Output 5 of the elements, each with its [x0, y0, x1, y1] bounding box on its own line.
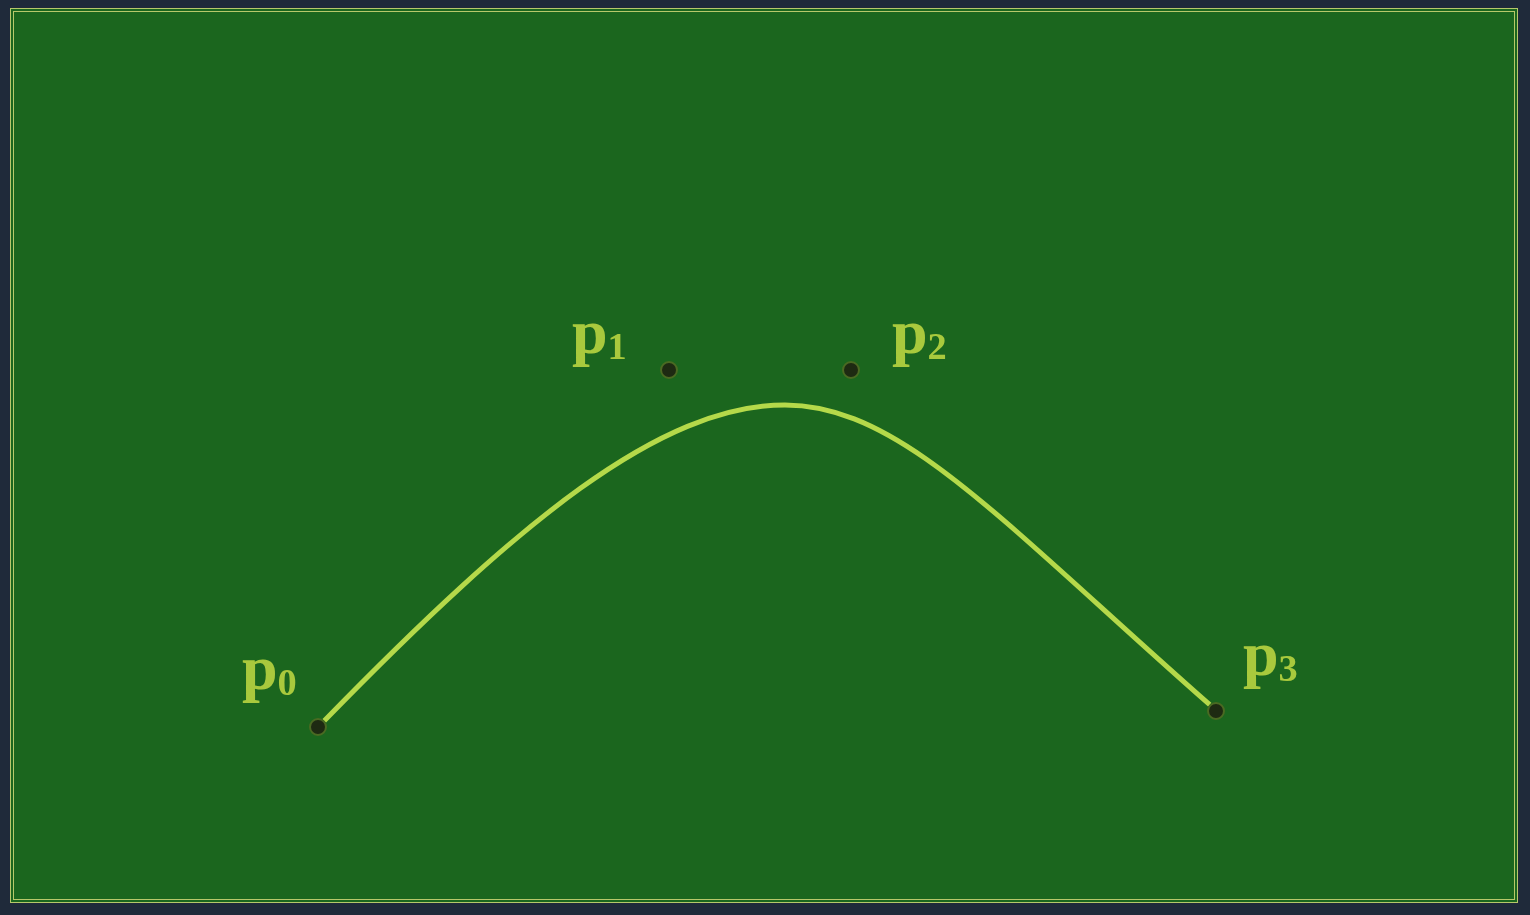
point-label: p$_{2}$ [892, 300, 947, 366]
point-label: p$_{0}$ [242, 636, 297, 702]
point-label: p$_{3}$ [1243, 622, 1298, 688]
bezier-curve [322, 402, 1212, 723]
point-label: p$_{1}$ [572, 300, 627, 366]
